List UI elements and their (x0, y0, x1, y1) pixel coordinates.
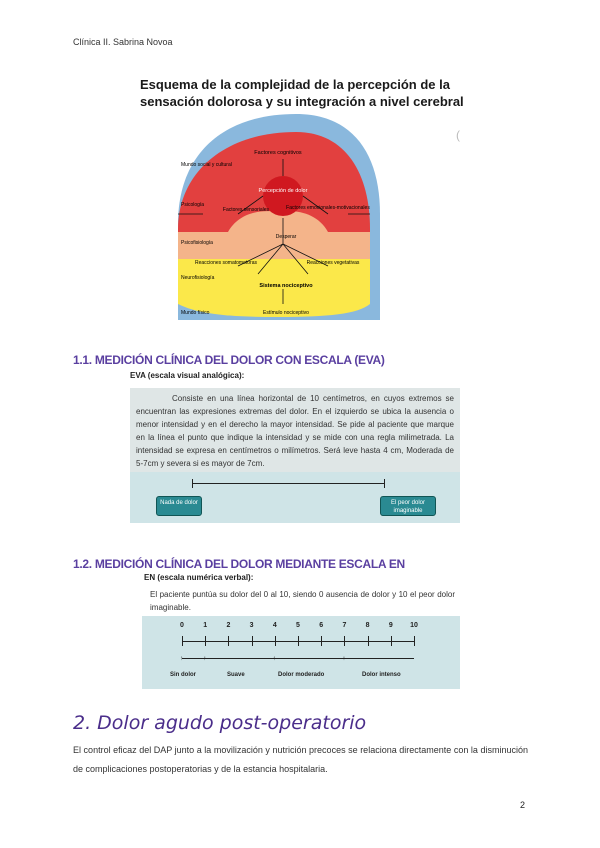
en-category-line (182, 658, 414, 659)
section-heading-en: 1.2. MEDICIÓN CLÍNICA DEL DOLOR MEDIANTE… (73, 557, 405, 571)
label-mundo-social: Mundo social y cultural (181, 162, 232, 168)
en-category-arrow: ↑ (342, 656, 345, 662)
en-number: 1 (200, 622, 210, 629)
label-psicologia: Psicología (181, 202, 204, 208)
eva-scale-panel: Nada de dolor El peor dolor imaginable (130, 472, 460, 523)
en-tick (368, 636, 369, 646)
en-number: 4 (270, 622, 280, 629)
section-heading-eva: 1.1. MEDICIÓN CLÍNICA DEL DOLOR CON ESCA… (73, 353, 385, 367)
en-description: El paciente puntúa su dolor del 0 al 10,… (150, 588, 455, 614)
section-heading-dap: 2. Dolor agudo post-operatorio (73, 712, 366, 734)
en-number: 9 (386, 622, 396, 629)
eva-label: EVA (escala visual analógica): (130, 371, 244, 380)
en-tick (252, 636, 253, 646)
en-tick (205, 636, 206, 646)
en-number: 7 (339, 622, 349, 629)
margin-mark: ( (456, 128, 460, 142)
dap-paragraph: El control eficaz del DAP junto a la mov… (73, 741, 528, 779)
en-number: 6 (316, 622, 326, 629)
en-cat-intenso: Dolor intenso (362, 672, 401, 678)
en-number: 8 (363, 622, 373, 629)
en-tick (228, 636, 229, 646)
en-number: 5 (293, 622, 303, 629)
label-sistema-nociceptivo: Sistema nociceptivo (259, 283, 313, 289)
en-number: 2 (223, 622, 233, 629)
en-scale-panel: 0 1 2 3 4 5 6 7 8 9 10 ↑ ↑ ↑ ↑ Sin dolor Suave Dolor … (142, 616, 460, 689)
en-number: 3 (247, 622, 257, 629)
figure-title: Esquema de la complejidad de la percepci… (140, 76, 470, 110)
en-tick (182, 636, 183, 646)
label-estimulo: Estímulo nociceptivo (263, 310, 309, 316)
eva-scale-line (192, 483, 384, 484)
label-factores-emocionales: Factores emocionales-motivacionales (286, 205, 370, 211)
en-number: 10 (409, 622, 419, 629)
en-label: EN (escala numérica verbal): (144, 573, 253, 582)
en-category-arrow: ↑ (273, 656, 276, 662)
figure-title-line1: Esquema de la complejidad de la percepci… (140, 76, 470, 93)
eva-scale-tick-right (384, 479, 385, 488)
label-percepcion: Percepción de dolor (259, 188, 308, 194)
en-cat-suave: Suave (227, 672, 245, 678)
label-factores-cognitivos: Factores cognitivos (254, 150, 302, 156)
figure-title-line2: sensación dolorosa y su integración a ni… (140, 93, 470, 110)
page-header: Clínica II. Sabrina Novoa (73, 37, 173, 47)
en-cat-sin-dolor: Sin dolor (170, 672, 196, 678)
label-psicofisiologia: Psicofisiología (181, 240, 213, 246)
eva-anchor-right: El peor dolor imaginable (380, 496, 436, 516)
label-mundo-fisico: Mundo físico (181, 310, 210, 316)
label-reacciones-vegetativas: Reacciones vegetativas (307, 260, 360, 266)
en-tick (321, 636, 322, 646)
eva-scale-tick-left (192, 479, 193, 488)
page-number: 2 (520, 800, 525, 810)
label-neurofisiologia: Neurofisiología (181, 275, 215, 281)
en-category-arrow: ↑ (180, 656, 183, 662)
en-tick (344, 636, 345, 646)
pain-perception-diagram: Percepción de dolor Factores cognitivos … (178, 114, 380, 320)
en-number: 0 (177, 622, 187, 629)
en-category-arrow: ↑ (203, 656, 206, 662)
en-tick (275, 636, 276, 646)
en-cat-moderado: Dolor moderado (278, 672, 324, 678)
en-tick (391, 636, 392, 646)
en-tick (298, 636, 299, 646)
label-desperar: Desperar (276, 234, 297, 240)
eva-anchor-left: Nada de dolor (156, 496, 202, 516)
en-tick (414, 636, 415, 646)
